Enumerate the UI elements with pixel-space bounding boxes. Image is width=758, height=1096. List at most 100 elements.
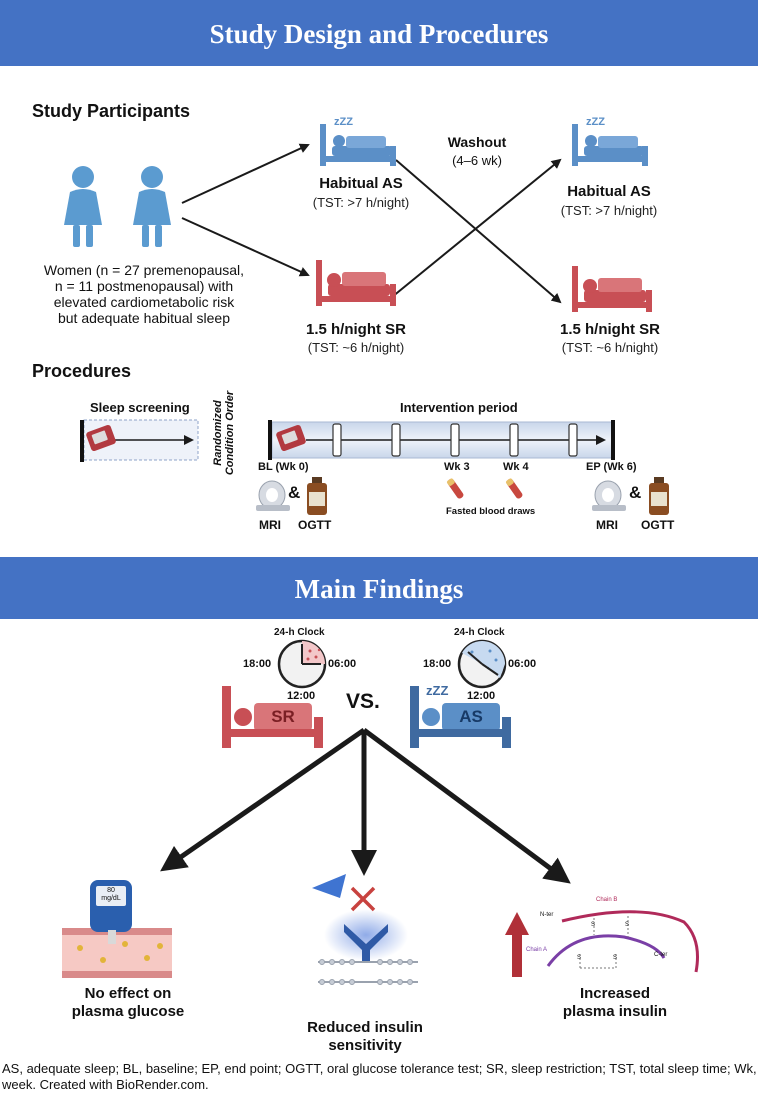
zzz-label-findings: zZZ	[426, 683, 449, 698]
ampersand: &	[629, 483, 642, 502]
up-arrow-icon	[505, 912, 529, 977]
clock-left-label: 18:00	[243, 658, 272, 670]
sensitivity-line: Reduced insulin	[307, 1019, 423, 1036]
sr-tst-2: (TST: ~6 h/night)	[561, 340, 659, 355]
as-badge: AS	[459, 707, 483, 726]
sensitivity-outcome: Reduced insulin sensitivity	[290, 1019, 440, 1055]
week-markers	[332, 423, 578, 457]
clock-left-label-2: 18:00	[423, 658, 452, 670]
clock-bottom-label: 12:00	[287, 690, 316, 702]
clock-icon-as	[457, 639, 507, 689]
c-ter-label: C-ter	[654, 952, 668, 958]
glucose-outcome: No effect on plasma glucose	[48, 985, 208, 1021]
arrow-to-sr	[181, 217, 310, 277]
sensitivity-line: sensitivity	[328, 1037, 402, 1054]
s-label: S	[591, 922, 596, 928]
actigraph-device-icon	[86, 425, 116, 451]
randomized-line: Randomized	[212, 400, 224, 466]
crossover-arrow-sr-to-as	[391, 158, 562, 298]
participants-heading: Study Participants	[32, 101, 191, 121]
page-title: Study Design and Procedures	[209, 19, 549, 49]
meter-unit: mg/dL	[101, 895, 121, 902]
bed-icon-habitual-as-2	[572, 124, 648, 166]
blood-tube-icon	[447, 478, 464, 499]
ogtt-label-2: OGTT	[641, 518, 675, 532]
glucose-line: No effect on	[84, 985, 172, 1002]
description-line: Women (n = 27 premenopausal,	[43, 262, 245, 278]
ampersand: &	[288, 483, 301, 502]
description-line: but adequate habitual sleep	[57, 310, 231, 326]
wk3-label: Wk 3	[444, 461, 470, 473]
crossover-arrow-as-to-sr	[395, 159, 562, 304]
habitual-as-label: Habitual AS	[319, 175, 403, 192]
glucose-line: plasma glucose	[71, 1003, 185, 1020]
woman-icon	[64, 166, 102, 247]
habitual-as-tst-2: (TST: >7 h/night)	[560, 203, 658, 218]
insulin-receptor-icon	[344, 924, 388, 962]
insulin-line: Increased	[579, 985, 651, 1002]
clock-bottom-label-2: 12:00	[467, 690, 496, 702]
s-label: S	[577, 955, 582, 961]
fasted-label: Fasted blood draws	[446, 506, 536, 517]
washout-duration: (4–6 wk)	[452, 153, 502, 168]
glucose-meter-icon	[90, 880, 132, 944]
cell-membrane	[318, 959, 418, 985]
clock-label: 24-h Clock	[274, 627, 325, 638]
clock-right-label-2: 06:00	[508, 658, 537, 670]
actigraph-device-icon	[276, 425, 306, 451]
ep-label: EP (Wk 6)	[586, 461, 637, 473]
blocked-icon	[350, 886, 376, 912]
sr-badge: SR	[271, 707, 295, 726]
description-line: n = 11 postmenopausal) with	[54, 278, 234, 294]
vs-label: VS.	[346, 690, 380, 713]
blood-tube-icon	[506, 478, 523, 499]
arrow-to-insulin	[362, 727, 571, 884]
chain-a-label: Chain A	[526, 947, 548, 953]
bed-icon-sr-findings	[222, 686, 323, 748]
arrow-to-glucose	[160, 727, 366, 872]
randomized-line: Condition Order	[224, 390, 236, 476]
woman-icon	[133, 166, 171, 247]
intervention-label: Intervention period	[400, 400, 518, 415]
bed-icon-sr-2	[572, 266, 652, 312]
wk4-label: Wk 4	[503, 461, 529, 473]
mri-icon	[256, 480, 290, 511]
participants-description: Women (n = 27 premenopausal, n = 11 post…	[28, 262, 260, 326]
mri-label-2: MRI	[596, 518, 618, 532]
mri-label: MRI	[259, 518, 281, 532]
chain-b-label: Chain B	[596, 897, 618, 903]
description-line: elevated cardiometabolic risk	[53, 294, 235, 310]
sr-tst: (TST: ~6 h/night)	[307, 340, 405, 355]
s-label: S	[625, 922, 630, 928]
n-ter-label: N-ter	[540, 912, 554, 918]
clock-label-2: 24-h Clock	[454, 627, 505, 638]
randomized-label: Randomized Condition Order	[212, 378, 236, 488]
screening-label: Sleep screening	[90, 400, 190, 415]
clock-right-label: 06:00	[328, 658, 357, 670]
insulin-structure-icon	[546, 910, 699, 973]
habitual-as-tst: (TST: >7 h/night)	[312, 195, 410, 210]
bed-icon-sr	[316, 260, 396, 306]
figure-caption: AS, adequate sleep; BL, baseline; EP, en…	[2, 1061, 757, 1092]
zzz-label: zZZ	[334, 116, 353, 128]
arrow-to-habitual	[181, 143, 310, 204]
meter-value: 80	[107, 887, 115, 894]
header-banner: Study Design and Procedures	[0, 0, 758, 66]
sr-label: 1.5 h/night SR	[305, 321, 406, 338]
ogtt-bottle-icon	[649, 477, 669, 515]
habitual-as-label-2: Habitual AS	[567, 183, 651, 200]
sr-label-2: 1.5 h/night SR	[559, 321, 660, 338]
ogtt-bottle-icon	[307, 477, 327, 515]
meter-readout: 80 mg/dL	[96, 887, 126, 903]
ogtt-label: OGTT	[298, 518, 332, 532]
bl-label: BL (Wk 0)	[258, 461, 309, 473]
insulin-line: plasma insulin	[562, 1003, 668, 1020]
findings-title: Main Findings	[294, 574, 464, 604]
vessel-icon	[62, 928, 172, 978]
insulin-molecule-icon	[312, 874, 346, 898]
procedures-heading: Procedures	[32, 361, 132, 381]
bed-icon-as-findings	[410, 686, 511, 748]
findings-banner: Main Findings	[0, 557, 758, 619]
bed-icon-habitual-as	[320, 124, 396, 166]
